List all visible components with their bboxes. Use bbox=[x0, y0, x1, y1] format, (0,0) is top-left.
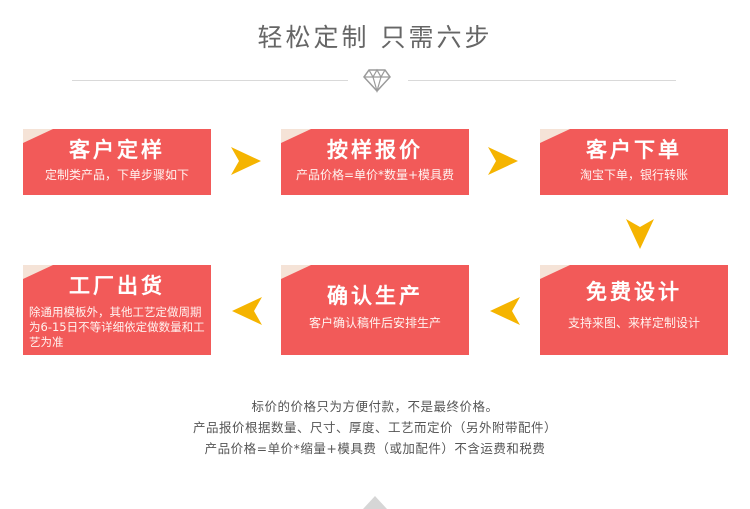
footer-line: 标价的价格只为方便付款，不是最终价格。 bbox=[251, 399, 499, 414]
step-title: 工厂出货 bbox=[69, 274, 165, 298]
divider-right bbox=[408, 80, 676, 81]
step-card-2: 按样报价 产品价格=单价*数量+模具费 bbox=[281, 129, 469, 195]
card-corner bbox=[23, 129, 53, 143]
footer-notes: 标价的价格只为方便付款，不是最终价格。 产品报价根据数量、尺寸、厚度、工艺而定价… bbox=[0, 396, 750, 459]
arrow-right-icon bbox=[231, 147, 261, 175]
step-title: 客户定样 bbox=[69, 138, 165, 162]
step-desc: 除通用模板外，其他工艺定做周期为6-15日不等详细依定做数量和工艺为准 bbox=[29, 305, 205, 349]
step-title: 客户下单 bbox=[586, 138, 682, 162]
footer-line: 产品价格=单价*缩量+模具费（或加配件）不含运费和税费 bbox=[204, 441, 546, 456]
card-corner bbox=[540, 265, 570, 279]
step-card-6: 工厂出货 除通用模板外，其他工艺定做周期为6-15日不等详细依定做数量和工艺为准 bbox=[23, 265, 211, 355]
page-title: 轻松定制 只需六步 bbox=[257, 23, 493, 52]
step-desc: 产品价格=单价*数量+模具费 bbox=[295, 168, 455, 182]
card-corner bbox=[540, 129, 570, 143]
step-desc: 客户确认稿件后安排生产 bbox=[308, 316, 441, 330]
arrow-right-icon bbox=[488, 147, 518, 175]
step-desc: 淘宝下单，银行转账 bbox=[579, 168, 688, 182]
step-card-5: 确认生产 客户确认稿件后安排生产 bbox=[281, 265, 469, 355]
footer-line: 产品报价根据数量、尺寸、厚度、工艺而定价（另外附带配件） bbox=[192, 420, 557, 435]
step-desc: 支持来图、来样定制设计 bbox=[567, 316, 700, 330]
step-card-1: 客户定样 定制类产品，下单步骤如下 bbox=[23, 129, 211, 195]
arrow-down-icon bbox=[626, 219, 654, 249]
card-corner bbox=[281, 129, 311, 143]
arrow-left-icon bbox=[490, 297, 520, 325]
step-desc: 定制类产品，下单步骤如下 bbox=[44, 168, 189, 182]
footer-notch bbox=[363, 496, 387, 509]
card-corner bbox=[23, 265, 53, 279]
step-title: 免费设计 bbox=[586, 280, 682, 304]
step-title: 确认生产 bbox=[327, 284, 423, 308]
diamond-icon bbox=[363, 68, 391, 94]
step-title: 按样报价 bbox=[327, 138, 423, 162]
arrow-left-icon bbox=[232, 297, 262, 325]
step-card-4: 免费设计 支持来图、来样定制设计 bbox=[540, 265, 728, 355]
step-card-3: 客户下单 淘宝下单，银行转账 bbox=[540, 129, 728, 195]
card-corner bbox=[281, 265, 311, 279]
divider-left bbox=[72, 80, 348, 81]
